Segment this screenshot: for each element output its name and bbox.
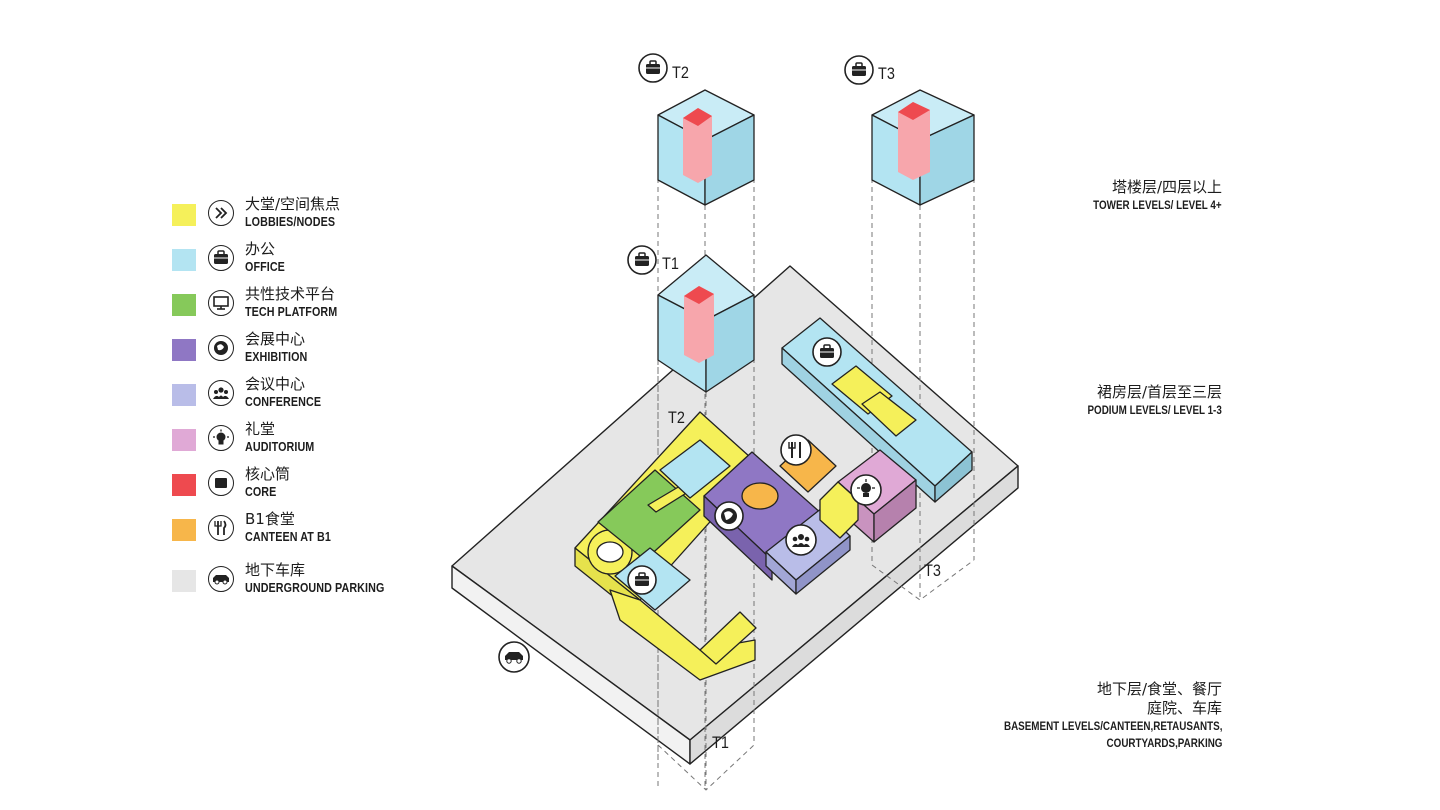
level-tower-en: TOWER LEVELS/ LEVEL 4+ (1093, 198, 1222, 212)
fork-knife-icon (208, 515, 234, 541)
legend-cn: 核心筒 (245, 465, 291, 483)
level-note-tower: 塔楼层/四层以上 TOWER LEVELS/ LEVEL 4+ (1065, 178, 1222, 214)
legend-item-auditorium: 礼堂 AUDITORIUM (172, 421, 432, 461)
canteen-fork-knife-icon (780, 434, 812, 466)
swatch-parking (172, 570, 196, 592)
tower-label-t3: T3 (878, 64, 895, 83)
podium-label-t2: T2 (668, 408, 685, 427)
level-tower-cn: 塔楼层/四层以上 (1111, 178, 1222, 196)
parking-car-icon (498, 641, 530, 673)
level-basement-en2: COURTYARDS,PARKING (1106, 736, 1222, 750)
tower-label-t2: T2 (672, 63, 689, 82)
legend-cn: 共性技术平台 (245, 285, 336, 303)
lightbulb-icon (208, 425, 234, 451)
west-office-icon (627, 565, 657, 595)
legend-en: CORE (245, 485, 277, 499)
legend-en: LOBBIES/NODES (245, 215, 336, 229)
legend-item-office: 办公 OFFICE (172, 241, 432, 281)
square-icon (208, 470, 234, 496)
legend-en: UNDERGROUND PARKING (245, 581, 385, 595)
legend-cn: 礼堂 (245, 420, 276, 438)
diagram-icons (498, 53, 882, 673)
people-icon (208, 380, 234, 406)
swatch-lobbies (172, 204, 196, 226)
east-office-icon (812, 337, 842, 367)
tower-t2-office-icon (638, 53, 668, 83)
legend-en: TECH PLATFORM (245, 305, 338, 319)
swatch-tech (172, 294, 196, 316)
tower-label-t1: T1 (662, 254, 679, 273)
legend-cn: 地下车库 (245, 561, 306, 579)
tower-t3 (871, 89, 975, 206)
level-podium-cn: 裙房层/首层至三层 (1096, 383, 1222, 401)
legend-en: CONFERENCE (245, 395, 322, 409)
auditorium-lightbulb-icon (850, 474, 882, 506)
swatch-core (172, 474, 196, 496)
swatch-office (172, 249, 196, 271)
level-basement-en1: BASEMENT LEVELS/CANTEEN,RETAUSANTS, (1003, 719, 1222, 733)
legend-cn: B1食堂 (245, 510, 295, 528)
swatch-conference (172, 384, 196, 406)
chevrons-right-icon (208, 200, 234, 226)
legend-en: CANTEEN AT B1 (245, 530, 331, 544)
swatch-auditorium (172, 429, 196, 451)
base-label-t1: T1 (712, 733, 729, 752)
legend-item-parking: 地下车库 UNDERGROUND PARKING (172, 562, 432, 602)
legend-cn: 办公 (245, 240, 276, 258)
legend-cn: 会展中心 (245, 330, 306, 348)
legend-item-canteen: B1食堂 CANTEEN AT B1 (172, 511, 432, 551)
monitor-icon (208, 290, 234, 316)
level-note-podium: 裙房层/首层至三层 PODIUM LEVELS/ LEVEL 1-3 (1058, 383, 1222, 419)
level-note-basement: 地下层/食堂、餐厅 庭院、车库 BASEMENT LEVELS/CANTEEN,… (956, 680, 1222, 752)
conference-people-icon (785, 524, 817, 556)
legend-item-tech: 共性技术平台 TECH PLATFORM (172, 286, 432, 326)
tower-t1-office-icon (627, 245, 657, 275)
legend-item-core: 核心筒 CORE (172, 466, 432, 506)
legend-cn: 会议中心 (245, 375, 306, 393)
globe-icon (208, 335, 234, 361)
swatch-canteen (172, 519, 196, 541)
level-podium-en: PODIUM LEVELS/ LEVEL 1-3 (1087, 403, 1222, 417)
briefcase-icon (208, 245, 234, 271)
legend-cn: 大堂/空间焦点 (245, 195, 341, 213)
car-icon (208, 566, 234, 592)
legend-item-lobbies: 大堂/空间焦点 LOBBIES/NODES (172, 196, 432, 236)
tower-t3-office-icon (844, 55, 874, 85)
swatch-exhibition (172, 339, 196, 361)
legend-item-exhibition: 会展中心 EXHIBITION (172, 331, 432, 371)
tower-t1 (657, 254, 755, 393)
legend-en: OFFICE (245, 260, 285, 274)
podium-lobby-east (831, 365, 917, 437)
level-basement-cn2: 庭院、车库 (1146, 699, 1222, 717)
tower-t2 (657, 89, 755, 206)
level-basement-cn1: 地下层/食堂、餐厅 (1096, 680, 1222, 698)
base-label-t3: T3 (924, 561, 941, 580)
exhibition-globe-icon (714, 501, 744, 531)
legend-en: EXHIBITION (245, 350, 308, 364)
legend-en: AUDITORIUM (245, 440, 315, 454)
legend-item-conference: 会议中心 CONFERENCE (172, 376, 432, 416)
